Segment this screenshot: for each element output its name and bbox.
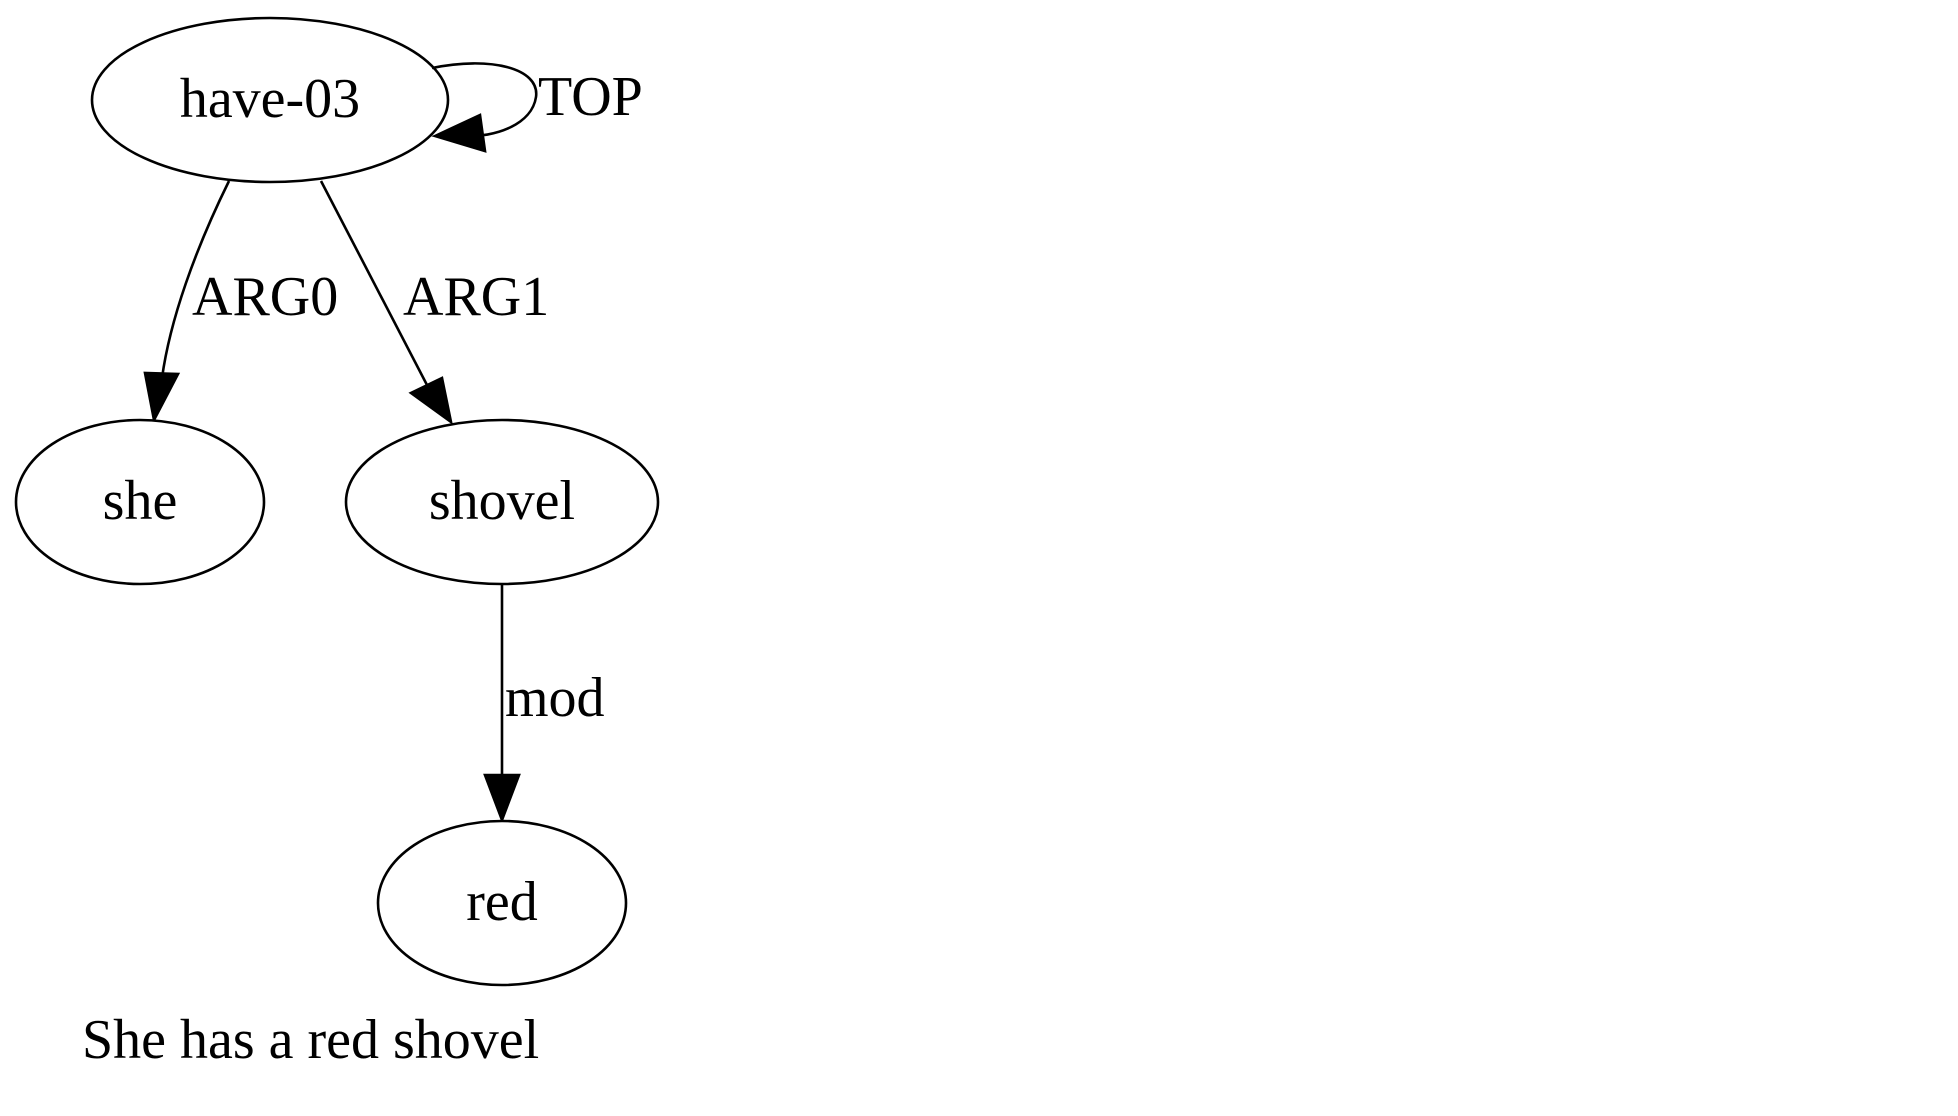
node-she: she	[14, 418, 266, 586]
node-label-red: red	[466, 871, 538, 933]
node-have-03: have-03	[90, 16, 450, 184]
node-label-she: she	[103, 470, 178, 532]
edge-top: TOP	[431, 62, 643, 153]
edge-label-mod: mod	[505, 667, 605, 729]
edge-mod: mod	[483, 584, 605, 824]
edge-arg1: ARG1	[319, 180, 549, 426]
edge-arg0: ARG0	[143, 180, 338, 424]
node-red: red	[376, 819, 628, 987]
node-label-shovel: shovel	[429, 470, 575, 532]
node-shovel: shovel	[344, 418, 660, 586]
edge-label-top: TOP	[538, 66, 643, 128]
node-label-have-03: have-03	[180, 68, 360, 130]
edge-label-arg0: ARG0	[192, 266, 338, 328]
edge-label-arg1: ARG1	[403, 266, 549, 328]
graph-caption: She has a red shovel	[82, 1009, 539, 1071]
